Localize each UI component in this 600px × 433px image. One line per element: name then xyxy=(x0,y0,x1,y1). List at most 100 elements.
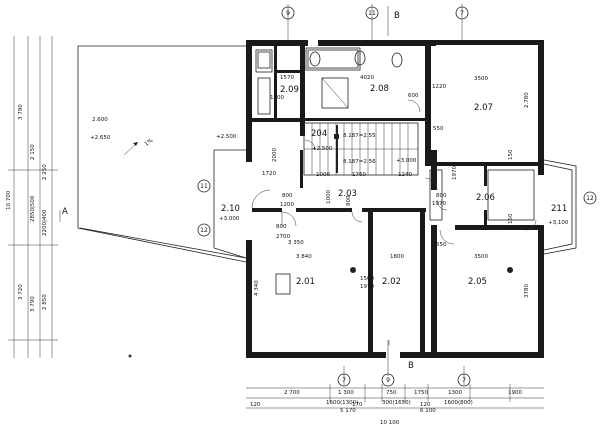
fixtures xyxy=(255,47,535,295)
dimension-lines xyxy=(8,4,544,409)
axis-markers xyxy=(197,6,597,387)
right-balcony xyxy=(543,159,577,255)
dim-1970: 1970 xyxy=(432,201,446,207)
room-label-2-08: 2.08 xyxy=(370,84,389,94)
stair-left-mark: +2.500 xyxy=(312,146,333,152)
dim-bottom-6100: 6 100 xyxy=(420,408,436,414)
dim-left-2: 10 700 xyxy=(6,190,12,210)
dim-bottom-2700: 2 700 xyxy=(284,390,300,396)
dim-1570: 1570 xyxy=(280,75,294,81)
dim-bottom-1300-b: 1300 xyxy=(448,390,462,396)
doors xyxy=(251,99,537,245)
slope-label: 1% xyxy=(144,138,155,148)
dim-1000-b: 1000 xyxy=(326,190,332,204)
dim-1800: 1800 xyxy=(390,254,404,260)
room-label-2-06: 2.06 xyxy=(476,193,495,203)
dim-3780-mid: 3780 xyxy=(524,284,530,298)
bottom-mark: | xyxy=(388,340,390,346)
dim-bottom-300-1650: 300(1650) xyxy=(382,400,411,406)
axis-top-3: 7 xyxy=(460,10,464,17)
axis-top-1: 9 xyxy=(286,10,290,17)
axis-left-2: 12 xyxy=(200,227,208,234)
dim-800-a: 800 xyxy=(282,193,293,199)
dim-left-6: 2850|500 xyxy=(30,195,36,222)
section-mark-top: B xyxy=(394,11,400,21)
outer-walls xyxy=(246,40,544,358)
dim-bottom-1300: 1 300 xyxy=(338,390,354,396)
dim-3500-mid: 3500 xyxy=(474,254,488,260)
elevation-3000-b: +3.000 xyxy=(396,158,417,164)
axis-bottom-1: 7 xyxy=(342,377,346,384)
section-mark-left: A xyxy=(62,207,68,217)
dim-2700: 2700 xyxy=(276,234,290,240)
dim-800-d: 800 xyxy=(276,224,287,230)
dim-bottom-1750: 1750 xyxy=(414,390,428,396)
room-label-211: 211 xyxy=(551,204,567,214)
room-label-2-07: 2.07 xyxy=(474,103,493,113)
dim-1220: 1220 xyxy=(432,84,446,90)
dim-bottom-120: 120 xyxy=(250,402,261,408)
dim-bottom-750: 750 xyxy=(386,390,397,396)
stair-lower-label: 8.187=2.56 xyxy=(343,159,376,165)
room-label-2-09: 2.09 xyxy=(280,85,299,95)
room-label-2-05: 2.05 xyxy=(468,277,487,287)
room-label-204: 204 xyxy=(311,129,327,139)
dim-1240: 1240 xyxy=(398,172,412,178)
dim-1200-b: 1200 xyxy=(280,202,294,208)
dim-1500: 1500 xyxy=(360,276,374,282)
dim-1970-b: 1970 xyxy=(452,166,458,180)
stair xyxy=(303,122,419,176)
axis-bottom-3: 7 xyxy=(462,377,466,384)
dim-550: 550 xyxy=(433,126,444,132)
room-label-2-01: 2.01 xyxy=(296,277,315,287)
dim-bottom-5170: 5 170 xyxy=(340,408,356,414)
dim-3500-top: 3500 xyxy=(474,76,488,82)
dim-total: 10 100 xyxy=(380,420,400,426)
dim-1200: 1200 xyxy=(270,95,284,101)
dim-3350: 3 350 xyxy=(288,240,304,246)
room-label-2-10: 2.10 xyxy=(221,204,240,214)
dim-3840: 3 840 xyxy=(296,254,312,260)
dim-1760: 1760 xyxy=(352,172,366,178)
dim-left-3: 2 150 xyxy=(30,144,36,160)
dim-4020: 4020 xyxy=(360,75,374,81)
dim-bottom-170: 170 xyxy=(352,402,363,408)
axis-left-1: 11 xyxy=(200,183,208,190)
dim-150-c: 150 xyxy=(510,226,521,232)
dim-left-1: 3 790 xyxy=(18,104,24,120)
elevation-2650: +2.650 xyxy=(90,135,111,141)
dim-150: 150 xyxy=(508,149,514,160)
dim-1000: 1000 xyxy=(316,172,330,178)
dim-bottom-120-b: 120 xyxy=(420,402,431,408)
dim-bottom-1900: 1900 xyxy=(508,390,522,396)
dim-left-4: 2 250 xyxy=(42,164,48,180)
dim-600: 600 xyxy=(408,93,419,99)
elevation-2600: 2.600 xyxy=(92,117,108,123)
dim-2780-top: 2.780 xyxy=(524,92,530,108)
dimension-texts: 1570 1200 4020 3500 600 1220 2.780 550 2… xyxy=(6,75,530,426)
dim-bottom-1600-800: 1600(800) xyxy=(444,400,473,406)
dim-bottom-1600-1300: 1600(1300) xyxy=(326,400,358,406)
dim-1720: 1720 xyxy=(262,171,276,177)
axis-bottom-2: 9 xyxy=(386,377,390,384)
elevation-3000-a: +3.000 xyxy=(219,216,240,222)
dim-left-5: 2200|400 xyxy=(42,209,48,236)
stair-upper-label: 8.187=2.55 xyxy=(343,133,376,139)
dim-2000: 2000 xyxy=(272,148,278,162)
dim-800-b: 800 xyxy=(346,195,352,206)
dim-550-b: 550 xyxy=(436,242,447,248)
terrace xyxy=(77,45,247,263)
dim-left-9: 2 850 xyxy=(42,294,48,310)
elevation-3100: +3,100 xyxy=(548,220,569,226)
dim-1970-c: 1970 xyxy=(360,284,374,290)
elevation-2500: +2.500 xyxy=(216,134,237,140)
axis-right: 12 xyxy=(586,195,594,202)
dim-left-7: 3 790 xyxy=(30,296,36,312)
room-label-2-03: 2.03 xyxy=(338,189,357,199)
dim-150-b: 150 xyxy=(508,213,514,224)
dim-4340: 4 340 xyxy=(254,280,260,296)
room-label-2-02: 2.02 xyxy=(382,277,401,287)
interior-walls xyxy=(252,46,538,352)
dim-left-8: 3 720 xyxy=(18,284,24,300)
